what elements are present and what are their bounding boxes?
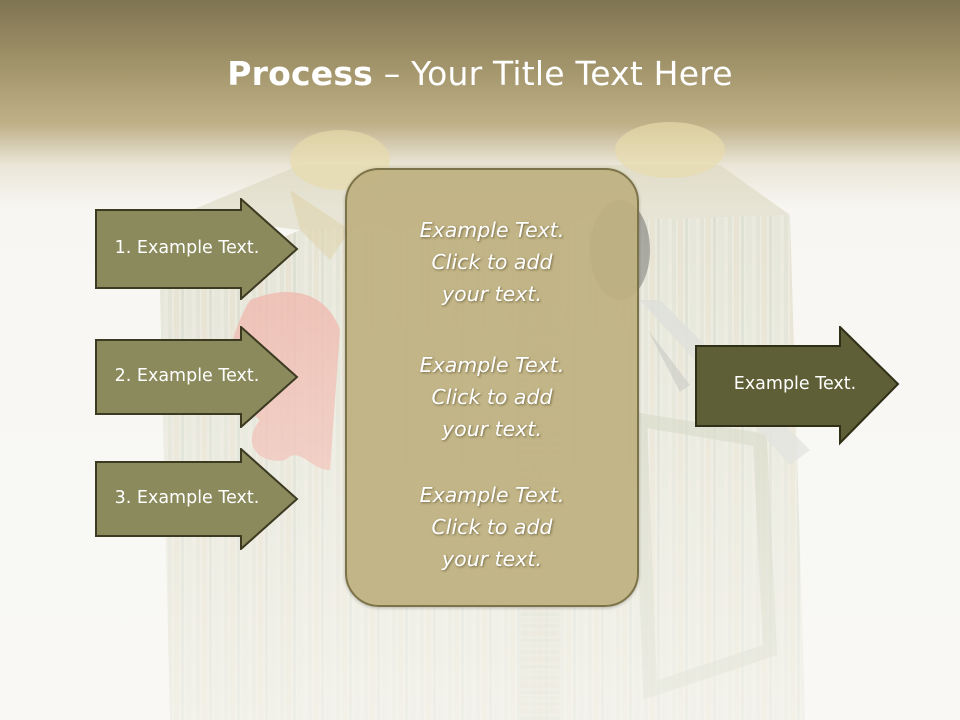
panel-text-block-1: Example Text. Click to add your text. <box>347 214 637 310</box>
panel-line: Example Text. <box>419 353 565 377</box>
process-step-arrow-1[interactable]: 1. Example Text. <box>95 198 299 300</box>
result-arrow[interactable]: Example Text. <box>695 326 901 446</box>
panel-line: your text. <box>442 547 542 571</box>
slide-title[interactable]: Process – Your Title Text Here <box>0 54 960 93</box>
center-text-panel[interactable]: Example Text. Click to add your text. Ex… <box>345 168 639 607</box>
process-step-arrow-3[interactable]: 3. Example Text. <box>95 448 299 550</box>
arrow-label: 1. Example Text. <box>114 238 260 258</box>
arrow-label: Example Text. <box>733 374 857 394</box>
panel-line: your text. <box>442 417 542 441</box>
arrow-label: 3. Example Text. <box>114 488 260 508</box>
panel-line: Click to add <box>431 250 553 274</box>
panel-line: Click to add <box>431 385 553 409</box>
right-arrow-icon <box>95 326 299 428</box>
panel-text-block-2: Example Text. Click to add your text. <box>347 349 637 445</box>
right-arrow-icon <box>95 448 299 550</box>
panel-line: Example Text. <box>419 218 565 242</box>
right-arrow-icon <box>95 198 299 300</box>
process-step-arrow-2[interactable]: 2. Example Text. <box>95 326 299 428</box>
panel-line: Example Text. <box>419 483 565 507</box>
title-rest: – Your Title Text Here <box>373 54 733 93</box>
panel-line: your text. <box>442 282 542 306</box>
arrow-label: 2. Example Text. <box>114 366 260 386</box>
title-bold: Process <box>227 54 374 93</box>
panel-line: Click to add <box>431 515 553 539</box>
right-arrow-icon <box>695 326 900 446</box>
panel-text-block-3: Example Text. Click to add your text. <box>347 479 637 575</box>
